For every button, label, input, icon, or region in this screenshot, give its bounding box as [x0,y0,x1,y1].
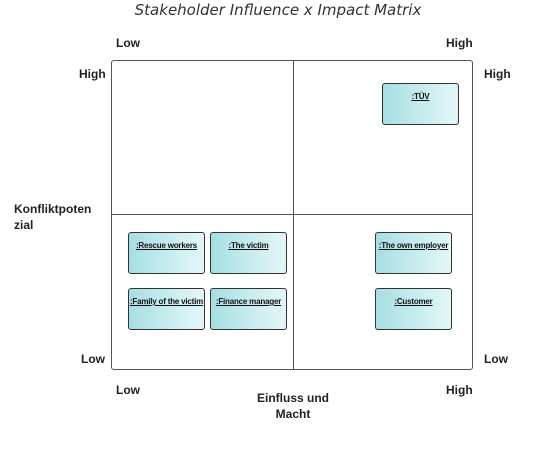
stakeholder-the-victim[interactable]: :The victim [210,232,287,274]
left-axis-title-line2: zial [14,218,34,232]
stakeholder-label: :Finance manager [215,297,282,306]
right-axis-high-label: High [484,67,511,81]
stakeholder-customer[interactable]: :Customer [375,288,452,330]
matrix-horizontal-divider [112,214,472,215]
bottom-axis-title: Einfluss und Macht [252,390,334,422]
stakeholder-finance-manager[interactable]: :Finance manager [210,288,287,330]
matrix-vertical-divider [293,61,294,369]
bottom-axis-title-line2: Macht [275,407,311,421]
right-axis-low-label: Low [484,352,508,366]
stakeholder-label: :Family of the victim [129,297,204,306]
stakeholder-tuv[interactable]: :TÜV [382,83,459,125]
left-axis-title: Konfliktpoten zial [14,201,91,233]
stakeholder-label: :Customer [394,297,433,306]
bottom-axis-title-line1: Einfluss und [257,391,329,405]
stakeholder-the-own-employer[interactable]: :The own employer [375,232,452,274]
matrix-grid: :TÜV :Rescue workers :The victim :Family… [111,60,473,370]
stakeholder-label: :The own employer [378,241,449,250]
top-axis-low-label: Low [116,36,140,50]
stakeholder-label: :Rescue workers [135,241,198,250]
top-axis-high-label: High [446,36,473,50]
bottom-axis-low-label: Low [116,383,140,397]
left-axis-low-label: Low [81,352,105,366]
stakeholder-label: :The victim [228,241,269,250]
stakeholder-family-of-the-victim[interactable]: :Family of the victim [128,288,205,330]
diagram-title: Stakeholder Influence x Impact Matrix [134,1,422,19]
stakeholder-label: :TÜV [411,92,430,101]
stakeholder-rescue-workers[interactable]: :Rescue workers [128,232,205,274]
left-axis-high-label: High [79,67,106,81]
bottom-axis-high-label: High [446,383,473,397]
left-axis-title-line1: Konfliktpoten [14,202,92,216]
